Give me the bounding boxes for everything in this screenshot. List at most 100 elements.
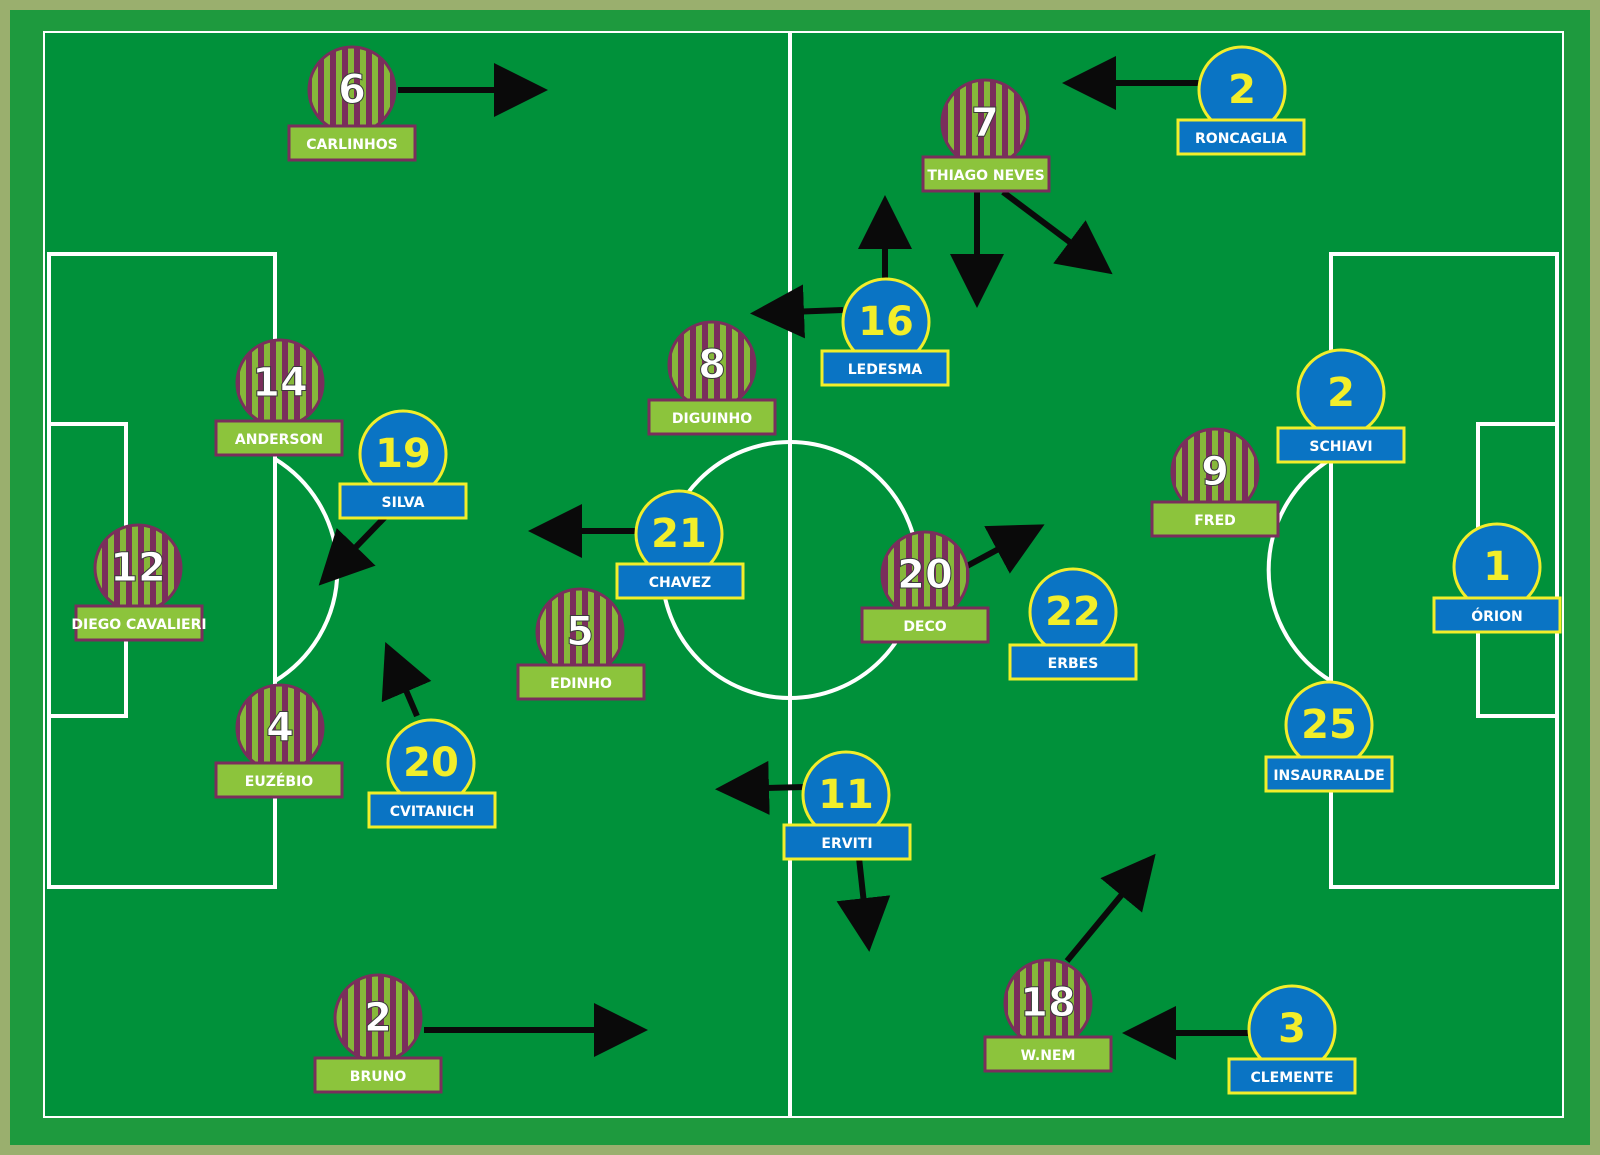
player-number: 1: [1483, 544, 1511, 590]
right-penalty-arc: [1266, 457, 1333, 683]
player-name: CHAVEZ: [649, 575, 711, 591]
away-name-plate: [367, 791, 497, 829]
player-number: 9: [1201, 449, 1229, 495]
player-number: 8: [698, 342, 726, 388]
player-name: SCHIAVI: [1309, 439, 1372, 455]
player-number: 22: [1045, 589, 1101, 635]
home-name-plate: [516, 663, 646, 701]
player-name: ÓRION: [1471, 607, 1523, 625]
player-name: LEDESMA: [848, 362, 923, 378]
player-number: 5: [566, 609, 594, 655]
arrow-ledesma-left: [750, 284, 844, 339]
player-number: 20: [897, 552, 953, 598]
home-name-plate: [313, 1056, 443, 1094]
player-name: INSAURRALDE: [1273, 768, 1384, 784]
player-name: W.NEM: [1021, 1048, 1076, 1064]
home-name-plate: [647, 398, 777, 436]
player-name: CARLINHOS: [306, 137, 397, 153]
away-name-plate: [1276, 426, 1406, 464]
player-name: ERVITI: [821, 836, 872, 852]
arrow-silva: [318, 514, 388, 586]
away-name-plate: [820, 349, 950, 387]
arrow-erviti-left: [715, 760, 805, 815]
player-number: 12: [110, 545, 166, 591]
player-number: 3: [1278, 1006, 1306, 1052]
arrow-thiago-diag: [1001, 189, 1113, 275]
arrow-cvitanich: [381, 641, 432, 718]
away-team-players: 2RONCAGLIA16LEDESMA19SILVA21CHAVEZ2SCHIA…: [338, 45, 1562, 1095]
arrow-erviti-down: [836, 857, 891, 952]
player-number: 4: [266, 705, 294, 751]
player-name: EDINHO: [550, 676, 612, 692]
away-name-plate: [1227, 1057, 1357, 1095]
away-name-plate: [1264, 755, 1394, 793]
player-name: CVITANICH: [390, 804, 475, 820]
player-number: 25: [1301, 702, 1357, 748]
player-name: DECO: [903, 619, 946, 635]
player-number: 2: [364, 995, 392, 1041]
home-name-plate: [74, 604, 204, 642]
player-name: FRED: [1194, 513, 1236, 529]
player-number: 14: [252, 360, 308, 406]
player-name: ERBES: [1048, 656, 1099, 672]
away-name-plate: [1008, 643, 1138, 681]
away-name-plate: [615, 562, 745, 600]
player-name: DIGUINHO: [672, 411, 752, 427]
player-number: 21: [651, 511, 707, 557]
movement-arrows: [318, 56, 1248, 1060]
home-name-plate: [1150, 500, 1280, 538]
away-name-plate: [782, 823, 912, 861]
player-name: SILVA: [381, 495, 424, 511]
home-name-plate: [983, 1035, 1113, 1073]
player-number: 7: [971, 100, 999, 146]
player-name: BRUNO: [350, 1069, 407, 1085]
away-name-plate: [1176, 118, 1306, 156]
pitch-surface: [43, 31, 1564, 1118]
player-number: 19: [375, 431, 431, 477]
home-name-plate: [860, 606, 990, 644]
player-name: EUZÉBIO: [245, 773, 314, 790]
player-name: THIAGO NEVES: [927, 168, 1044, 184]
player-name: DIEGO CAVALIERI: [71, 617, 206, 633]
player-number: 11: [818, 772, 874, 818]
arrow-wnem: [1064, 853, 1156, 963]
home-name-plate: [214, 419, 344, 457]
home-name-plate: [921, 155, 1051, 193]
player-number: 20: [403, 740, 459, 786]
player-name: ANDERSON: [235, 432, 323, 448]
player-number: 2: [1327, 370, 1355, 416]
away-name-plate: [1432, 596, 1562, 634]
player-number: 2: [1228, 67, 1256, 113]
player-number: 6: [338, 67, 366, 113]
home-name-plate: [287, 124, 417, 162]
player-name: CLEMENTE: [1250, 1070, 1333, 1086]
player-name: RONCAGLIA: [1195, 131, 1287, 147]
arrow-deco: [965, 524, 1045, 574]
home-player-w-nem: 18W.NEM: [983, 958, 1113, 1073]
away-name-plate: [338, 482, 468, 520]
home-name-plate: [214, 761, 344, 799]
